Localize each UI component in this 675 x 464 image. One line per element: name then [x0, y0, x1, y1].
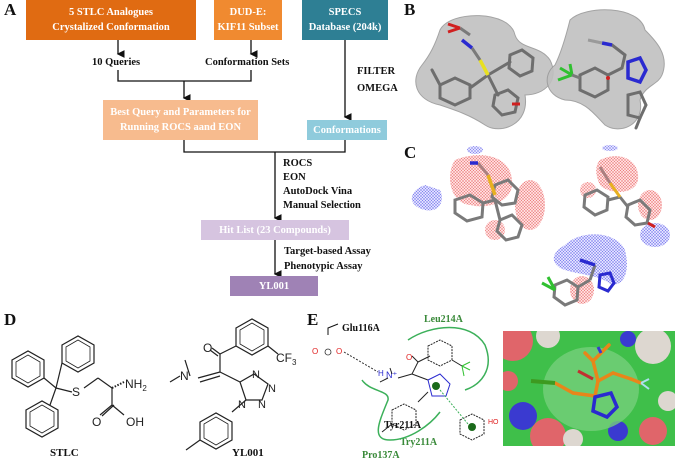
label-omega: OMEGA	[357, 83, 398, 94]
binding-pocket-render	[503, 331, 675, 446]
stlc-atom-s: S	[72, 385, 80, 399]
residue-try211a: Try211A	[400, 437, 438, 448]
stlc-atom-oh: OH	[126, 415, 144, 429]
pi-stacking-line	[439, 389, 469, 425]
box-best-query: Best Query and Parameters for Running RO…	[103, 100, 258, 140]
method-manual-selection: Manual Selection	[283, 200, 361, 211]
box-conformations-label: Conformations	[313, 124, 381, 136]
stlc-structure	[11, 335, 125, 438]
tyr-ho: HO	[488, 419, 499, 426]
fluorine-bond	[559, 66, 573, 77]
yl001-tetrazole-n3: N	[258, 399, 266, 411]
ketone-o: O	[406, 353, 412, 362]
yl001-sticks-c	[552, 264, 597, 307]
stlc-name: STLC	[50, 447, 79, 459]
box-yl001-label: YL001	[258, 280, 290, 292]
pocket-contour-bottom	[361, 379, 441, 441]
tetrazole-ring	[626, 55, 648, 85]
residue-leu214a: Leu214A	[424, 314, 463, 325]
carboxylate-charge	[324, 348, 332, 356]
amine-n-plus: N⁺	[386, 370, 397, 380]
tetrazole-blue	[591, 390, 620, 420]
box-best-line1: Best Query and Parameters for	[110, 107, 251, 118]
box-dude-line1: DUD-E:	[229, 7, 267, 18]
yl001-atom-n-amine: N	[180, 369, 189, 383]
panel-label-c: C	[404, 143, 417, 162]
stlc-atom-o: O	[92, 415, 101, 429]
box-stlc-line2: Crystalized Conformation	[52, 22, 170, 33]
nitrogen-bond	[460, 38, 474, 50]
label-filter: FILTER	[357, 66, 396, 77]
panel-label-b: B	[404, 0, 416, 19]
stlc-stick-model	[430, 48, 535, 117]
panel-e-interaction-map: O O H N⁺ O HO	[312, 323, 499, 441]
sulfur-bond	[478, 59, 490, 76]
merge-line-middle	[183, 140, 346, 153]
yl001-tetrazole-n1: N	[252, 369, 260, 381]
panel-d-structures: S NH2 O OH O N CF3 N N N N	[11, 318, 297, 451]
box-hit-list: Hit List (23 Compounds)	[201, 220, 349, 240]
positive-field-mesh	[450, 155, 513, 207]
amine-h: H	[378, 369, 384, 378]
method-eon: EON	[283, 172, 306, 183]
assay-phenotypic: Phenotypic Assay	[284, 261, 363, 272]
panel-label-e: E	[307, 310, 319, 329]
box-stlc-line1: 5 STLC Analogues	[68, 7, 154, 18]
yl001-tetrazole-n2: N	[268, 383, 276, 395]
label-conformation-sets: Conformation Sets	[205, 57, 290, 68]
panel-b-shape-overlays	[415, 9, 665, 130]
box-hitlist-label: Hit List (23 Compounds)	[219, 224, 331, 236]
glu-oxygen-2: O	[336, 347, 342, 356]
glu-oxygen-1: O	[312, 347, 318, 356]
stlc-sticks-c	[453, 178, 524, 242]
label-10-queries: 10 Queries	[92, 57, 141, 68]
stlc-atom-nh2: NH2	[125, 377, 147, 393]
residue-glu116a: Glu116A	[342, 323, 380, 334]
box-stlc-analogues: 5 STLC Analogues Crystalized Conformatio…	[26, 0, 196, 40]
residue-tyr211a-black: Tyr211A	[384, 420, 422, 431]
ligand-2d-skeleton	[379, 339, 485, 441]
box-conformations: Conformations	[307, 120, 387, 140]
box-specs: SPECS Database (204k)	[302, 0, 388, 40]
tyr-ring-centroid	[468, 423, 476, 431]
box-best-line2: Running ROCS aand EON	[119, 122, 242, 133]
analogue-sticks-c	[582, 188, 652, 227]
yl001-name: YL001	[232, 447, 264, 459]
box-yl001: YL001	[230, 276, 318, 296]
box-dude-line2: KIF11 Subset	[217, 22, 279, 33]
yl001-stick-model	[578, 43, 648, 130]
yl001-atom-cf3: CF3	[276, 351, 297, 367]
tetrazole-centroid	[432, 382, 440, 390]
assay-target-based: Target-based Assay	[284, 246, 371, 257]
salt-bridge-line	[343, 351, 379, 373]
panel-label-d: D	[4, 310, 17, 329]
method-autodock-vina: AutoDock Vina	[283, 186, 353, 197]
panel-c-field-overlays	[411, 145, 670, 307]
yl001-structure	[169, 318, 279, 451]
panel-label-a: A	[4, 0, 17, 19]
box-specs-line1: SPECS	[328, 7, 362, 18]
residue-pro137a: Pro137A	[362, 450, 400, 461]
pocket-contour-top	[407, 326, 489, 391]
yl001-atom-o: O	[203, 341, 212, 355]
merge-line-top	[117, 70, 252, 82]
method-rocs: ROCS	[283, 158, 313, 169]
yl001-molecular-surface	[546, 9, 665, 130]
box-specs-line2: Database (204k)	[308, 22, 382, 33]
yl001-tetrazole-n4: N	[238, 399, 246, 411]
box-dude: DUD-E: KIF11 Subset	[214, 0, 282, 40]
negative-field-mesh	[411, 185, 442, 211]
